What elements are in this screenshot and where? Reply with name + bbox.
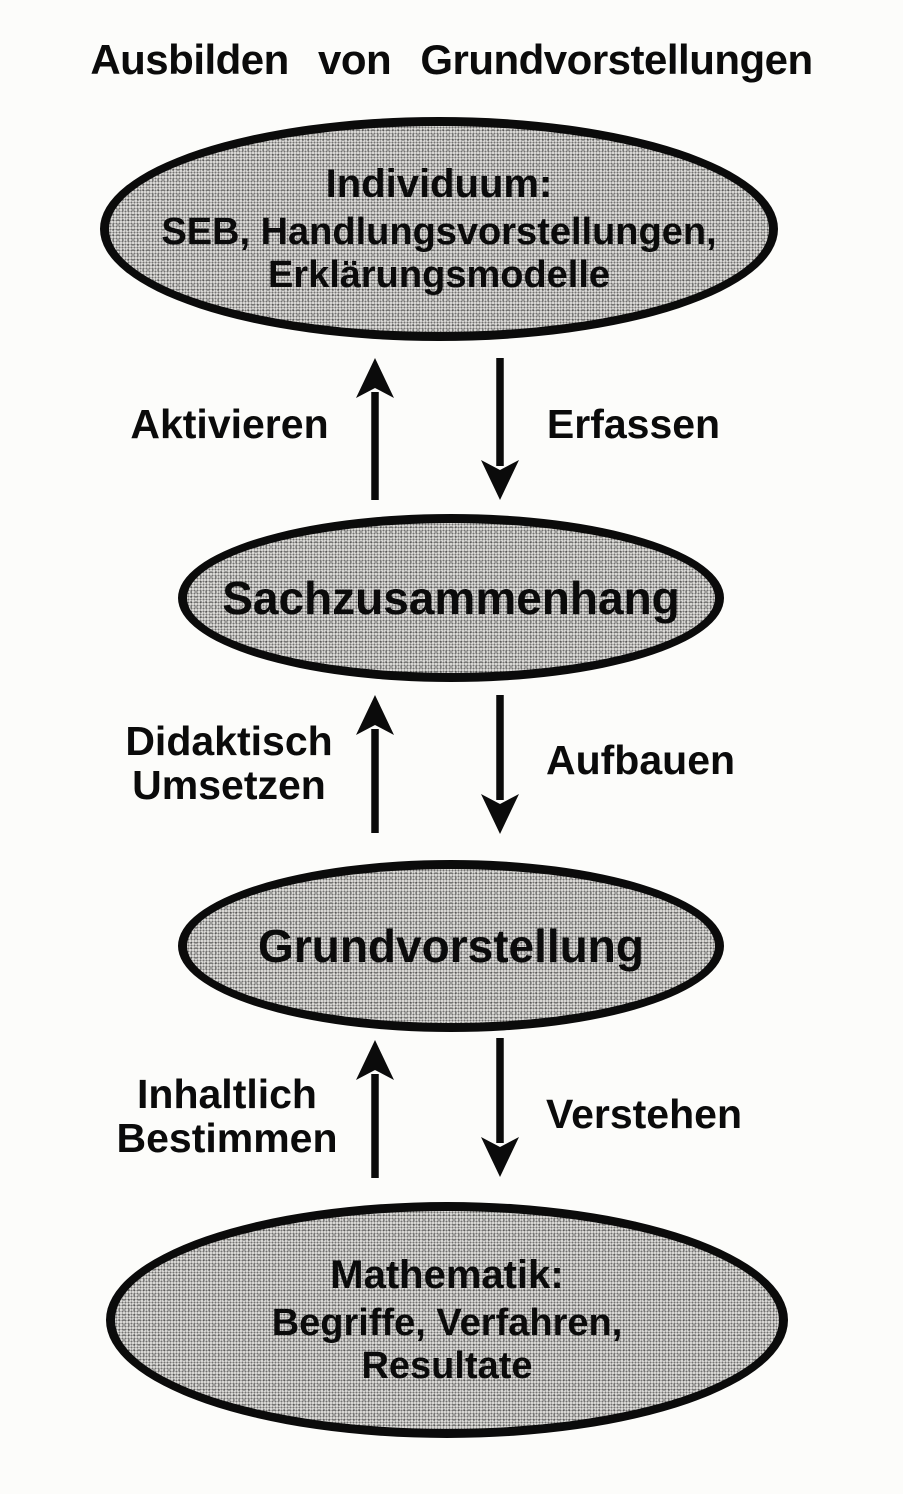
label-aktivieren: Aktivieren (122, 402, 337, 446)
node-mathematik-line: Begriffe, Verfahren, (271, 1301, 623, 1344)
arrowhead-up-icon (356, 1040, 394, 1080)
node-individuum-heading: Individuum: (325, 161, 553, 206)
page-title: Ausbilden von Grundvorstellungen (90, 36, 813, 83)
label-line: Verstehen (546, 1091, 742, 1137)
label-line: Aktivieren (130, 401, 329, 447)
label-verstehen: Verstehen (546, 1092, 742, 1136)
node-grundvorstellung-heading: Grundvorstellung (258, 920, 644, 972)
label-line: Umsetzen (132, 762, 326, 808)
node-sachzusammenhang: Sachzusammenhang (178, 514, 724, 682)
label-erfassen: Erfassen (546, 402, 721, 446)
node-grundvorstellung: Grundvorstellung (178, 860, 724, 1032)
label-line: Aufbauen (546, 737, 736, 783)
label-line: Erfassen (546, 401, 721, 447)
node-mathematik: Mathematik: Begriffe, Verfahren, Resulta… (106, 1202, 788, 1438)
node-individuum-line: SEB, Handlungsvorstellungen, (161, 210, 717, 253)
arrowhead-down-icon (481, 1137, 519, 1177)
up-arrow-aktivieren (356, 358, 394, 500)
node-individuum: Individuum: SEB, Handlungsvorstellungen,… (100, 117, 778, 341)
arrowhead-down-icon (481, 794, 519, 834)
node-sachzusammenhang-heading: Sachzusammenhang (222, 572, 680, 624)
label-inhaltlich-bestimmen: Inhaltlich Bestimmen (116, 1072, 338, 1160)
label-line: Inhaltlich (137, 1071, 317, 1117)
arrowhead-up-icon (356, 358, 394, 398)
down-arrow-aufbauen (481, 695, 519, 834)
label-line: Didaktisch (125, 718, 333, 764)
up-arrow-inhaltlich-bestimmen (356, 1040, 394, 1178)
down-arrow-erfassen (481, 358, 519, 500)
arrowhead-up-icon (356, 695, 394, 735)
arrowhead-down-icon (481, 460, 519, 500)
node-mathematik-heading: Mathematik: (330, 1252, 564, 1297)
down-arrow-verstehen (481, 1038, 519, 1177)
up-arrow-didaktisch-umsetzen (356, 695, 394, 833)
label-aufbauen: Aufbauen (546, 737, 736, 783)
label-didaktisch-umsetzen: Didaktisch Umsetzen (120, 719, 338, 807)
node-individuum-line: Erklärungsmodelle (267, 253, 611, 296)
label-line: Bestimmen (116, 1115, 338, 1161)
node-mathematik-line: Resultate (361, 1344, 533, 1387)
